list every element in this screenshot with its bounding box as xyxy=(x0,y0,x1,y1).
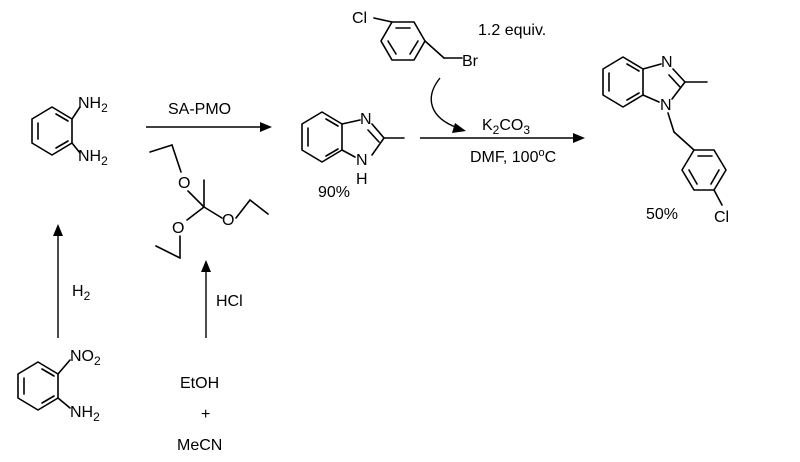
oxygen-label: O xyxy=(222,212,234,229)
double-bond xyxy=(55,113,69,122)
2-methylbenzimidazole: N N H xyxy=(301,111,405,188)
oxygen-label: O xyxy=(172,220,184,237)
imidazole-nh: N xyxy=(356,152,368,169)
benzene-ring xyxy=(380,21,426,61)
chlorine-label: Cl xyxy=(352,10,367,27)
chlorine-label: Cl xyxy=(714,209,729,226)
n-benzyl-benzimidazole-product: N N Cl xyxy=(602,54,729,226)
c-n-bond xyxy=(71,142,81,154)
4-chlorobenzyl-bromide: Cl Br xyxy=(352,10,479,70)
c-n-bond xyxy=(71,106,81,120)
oxygen-label: O xyxy=(178,175,190,192)
etoh-label: EtOH xyxy=(180,375,219,392)
plus-sign: + xyxy=(201,406,210,423)
equiv-label: 1.2 equiv. xyxy=(478,22,546,39)
bromine-label: Br xyxy=(462,53,479,70)
amine-label: NH2 xyxy=(78,95,108,115)
sa-pmo-arrow xyxy=(146,122,272,132)
o-phenylenediamine: NH2 NH2 xyxy=(31,95,108,168)
double-bond xyxy=(41,395,55,404)
nitro-label: NO2 xyxy=(70,348,101,368)
mecn-label: MeCN xyxy=(177,437,222,454)
c-n-bond xyxy=(57,359,71,375)
alkylation-arrow xyxy=(420,133,585,143)
imidazole-n: N xyxy=(360,111,372,128)
k2co3-label: K2CO3 xyxy=(482,117,530,137)
curved-reagent-arrow xyxy=(430,77,466,133)
hcl-label: HCl xyxy=(216,293,243,310)
c-n-bond xyxy=(57,397,71,409)
double-bond xyxy=(55,140,69,149)
dmf-label: DMF, 100oC xyxy=(470,147,556,166)
h2-label: H2 xyxy=(72,283,91,303)
imidazole-n: N xyxy=(661,54,673,71)
triethyl-orthoacetate: O O O xyxy=(149,144,269,259)
benzyl-n: N xyxy=(660,97,672,114)
reduction-arrow xyxy=(53,224,63,338)
2-nitroaniline: NO2 NH2 xyxy=(17,348,101,424)
yield-product: 50% xyxy=(646,206,678,223)
imidazole-h: H xyxy=(356,171,368,188)
amine-label: NH2 xyxy=(70,404,100,424)
hcl-arrow xyxy=(201,260,211,338)
yield-benzimidazole: 90% xyxy=(318,184,350,201)
sa-pmo-label: SA-PMO xyxy=(168,101,231,118)
double-bond xyxy=(41,368,55,377)
amine-label: NH2 xyxy=(78,148,108,168)
